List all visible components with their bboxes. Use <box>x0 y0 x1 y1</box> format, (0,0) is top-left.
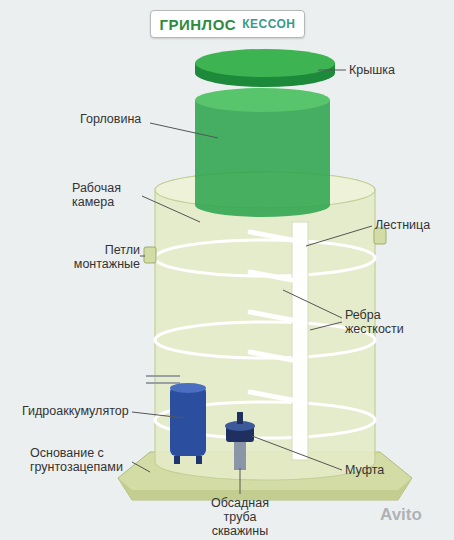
working-chamber <box>155 172 375 480</box>
part-name: Основание с грунтозацепами <box>30 446 140 474</box>
logo-text: ГРИНЛОС <box>159 16 236 33</box>
coupling-outlet <box>237 412 243 424</box>
part-name: Обсадная труба скважины <box>200 496 280 538</box>
part-name: Лестница <box>375 218 450 232</box>
part-name: Горловина <box>80 112 150 126</box>
part-name: Ребра жесткости <box>345 308 425 336</box>
logo-text: КЕССОН <box>242 17 295 31</box>
accumulator-leg <box>174 456 180 464</box>
hydro-accumulator <box>170 386 206 456</box>
part-name: Муфта <box>345 463 425 477</box>
stiffening-rib <box>155 240 375 276</box>
mounting-loop <box>144 247 156 263</box>
part-name: Крышка <box>349 63 449 77</box>
neck-top <box>195 88 330 112</box>
part-name: Петли монтажные <box>62 243 140 271</box>
leader-lines <box>132 70 372 494</box>
lid <box>195 49 335 77</box>
ladder-rungs <box>250 232 292 400</box>
watermark: Avito <box>380 508 450 522</box>
logo-box: ГРИНЛОС КЕССОН <box>150 10 305 38</box>
ladder-rail <box>292 222 308 460</box>
pipe <box>146 376 180 383</box>
part-name: Гидроаккумулятор <box>22 404 142 418</box>
casing-pipe <box>234 440 246 470</box>
part-name: Рабочая камера <box>72 181 142 209</box>
accumulator-leg <box>196 456 202 464</box>
accumulator-top <box>170 383 206 393</box>
neck <box>195 100 330 217</box>
